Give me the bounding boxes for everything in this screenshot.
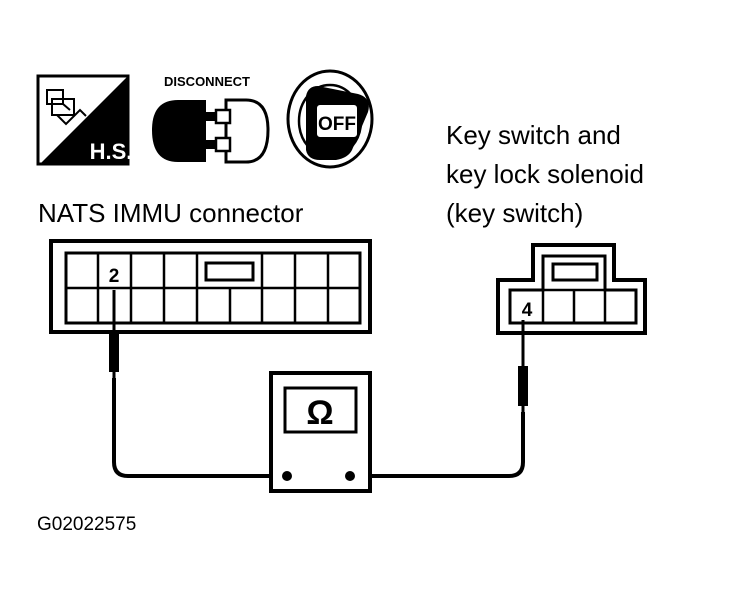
- meter-terminal-right: [345, 471, 355, 481]
- right-pin-label: 4: [522, 300, 533, 321]
- disconnect-label: DISCONNECT: [164, 74, 250, 89]
- key-switch-title-line1: Key switch and: [446, 120, 621, 150]
- nats-immu-connector: [49, 239, 372, 334]
- ignition-off-label: OFF: [318, 114, 356, 135]
- harness-plug-icon: [46, 89, 87, 126]
- right-lead-wire: [350, 412, 525, 478]
- key-switch-title-line3: (key switch): [446, 198, 583, 228]
- ohm-symbol: Ω: [306, 394, 333, 432]
- hs-label: H.S.: [90, 139, 133, 164]
- key-switch-connector: [496, 243, 647, 335]
- left-pin-label: 2: [109, 266, 120, 287]
- nats-immu-connector-title: NATS IMMU connector: [38, 198, 304, 228]
- disconnect-icon: DISCONNECT: [152, 74, 270, 164]
- ignition-off-icon: OFF: [286, 69, 374, 169]
- ohmmeter: Ω: [269, 371, 372, 493]
- left-lead-wire: [112, 378, 287, 478]
- left-test-probe: [109, 290, 119, 380]
- harness-side-icon: H.S.: [36, 74, 133, 166]
- key-switch-title-line2: key lock solenoid: [446, 159, 644, 189]
- meter-terminal-left: [282, 471, 292, 481]
- figure-code: G02022575: [37, 514, 136, 535]
